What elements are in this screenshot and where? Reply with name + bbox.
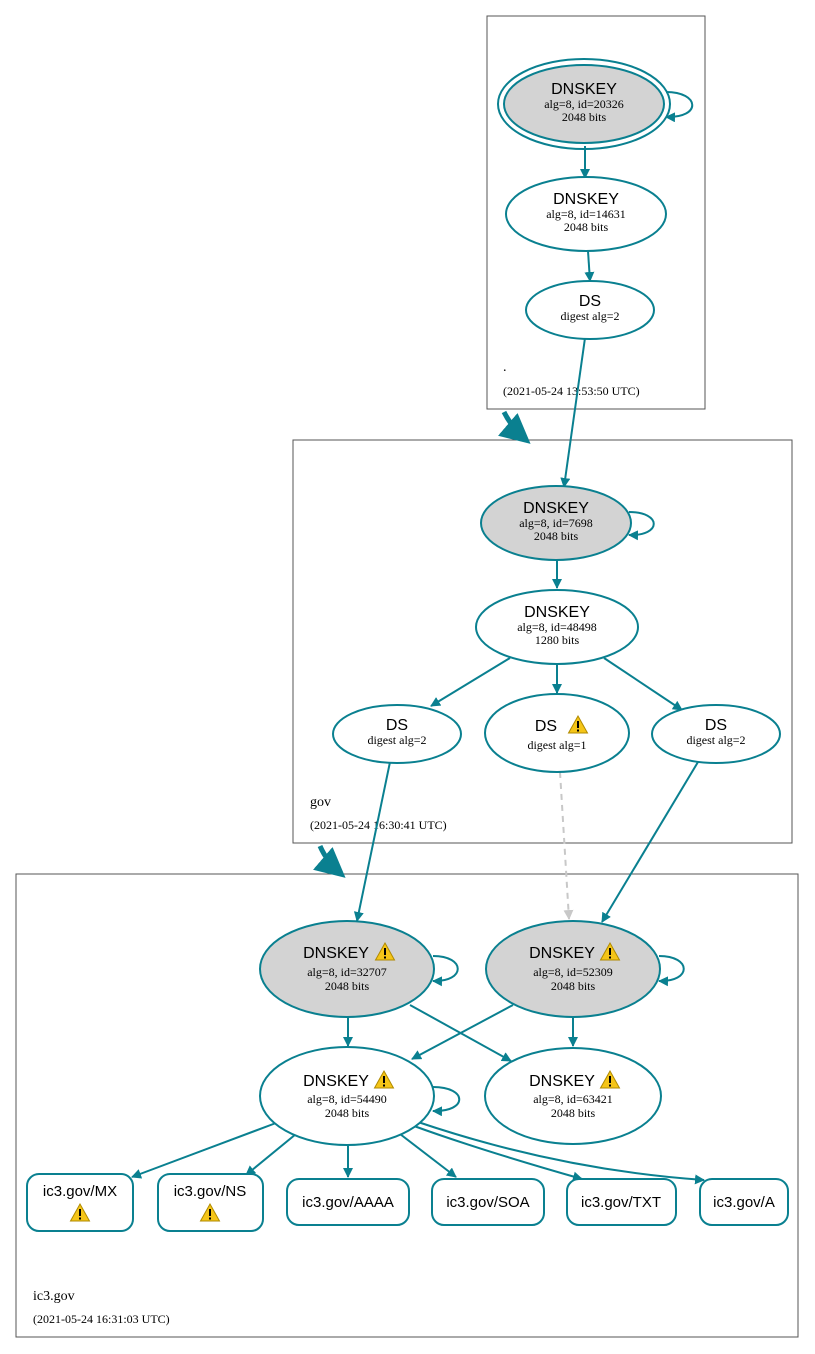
node-detail-label: digest alg=2 (560, 309, 619, 323)
zone-root-name: . (503, 360, 507, 375)
node-gov-ksk[interactable]: DNSKEY alg=8, id=7698 2048 bits (480, 485, 632, 561)
edge-ic3-ksk-a-self (432, 955, 459, 987)
node-detail-label: digest alg=2 (686, 733, 745, 747)
record-a[interactable]: ic3.gov/A (699, 1178, 789, 1226)
node-detail-label: alg=8, id=52309 (533, 965, 613, 979)
delegation-arrow-root-gov (498, 410, 531, 444)
node-type-label: DS (535, 718, 557, 735)
edge-ic3-zsk-a-self (432, 1086, 461, 1117)
node-detail-label: 2048 bits (564, 220, 609, 234)
record-label: ic3.gov/AAAA (302, 1194, 394, 1211)
zone-ic3-box (15, 873, 799, 1338)
zone-root-timestamp: (2021-05-24 13:53:50 UTC) (503, 384, 640, 398)
zone-ic3: ic3.gov (2021-05-24 16:31:03 UTC) (15, 873, 799, 1338)
node-type-label: DS (386, 717, 408, 734)
zone-ic3-name: ic3.gov (33, 1289, 75, 1304)
node-gov-ds-a[interactable]: DS digest alg=2 (332, 704, 462, 764)
edge-gov-zsk-ds-a (430, 657, 511, 707)
node-ic3-ksk-b[interactable]: DNSKEY alg=8, id=52309 2048 bits (485, 920, 661, 1018)
zone-gov-name: gov (310, 795, 331, 810)
record-ns[interactable]: ic3.gov/NS (157, 1173, 264, 1232)
node-type-label: DNSKEY (529, 945, 595, 962)
node-detail-label: 2048 bits (551, 1106, 596, 1120)
node-ic3-zsk-b[interactable]: DNSKEY alg=8, id=63421 2048 bits (484, 1047, 662, 1145)
zone-ic3-timestamp: (2021-05-24 16:31:03 UTC) (33, 1312, 170, 1326)
node-detail-label: 1280 bits (535, 633, 580, 647)
node-detail-label: digest alg=2 (367, 733, 426, 747)
zone-gov-box (292, 439, 793, 844)
node-type-label: DNSKEY (529, 1073, 595, 1090)
edges (131, 91, 705, 1185)
edge-gov-ds-b-ic3-ksk-b-dashed (559, 771, 574, 920)
node-gov-zsk[interactable]: DNSKEY alg=8, id=48498 1280 bits (475, 589, 639, 665)
edge-root-ksk-self (665, 91, 694, 123)
node-type-label: DS (579, 293, 601, 310)
record-label: ic3.gov/SOA (446, 1194, 529, 1211)
node-type-label: DNSKEY (553, 191, 619, 208)
record-label: ic3.gov/MX (43, 1183, 117, 1200)
edge-zsk-mx (131, 1122, 277, 1179)
zone-gov-timestamp: (2021-05-24 16:30:41 UTC) (310, 818, 447, 832)
node-type-label: DNSKEY (523, 500, 589, 517)
node-detail-label: alg=8, id=48498 (517, 620, 597, 634)
edge-root-ds-gov-ksk (560, 337, 586, 488)
edge-root-zsk-ds (584, 250, 595, 282)
edge-gov-ds-a-ic3-ksk-a (353, 761, 391, 922)
record-soa[interactable]: ic3.gov/SOA (431, 1178, 545, 1226)
node-detail-label: alg=8, id=20326 (544, 97, 624, 111)
node-gov-ds-c[interactable]: DS digest alg=2 (651, 704, 781, 764)
node-detail-label: 2048 bits (562, 110, 607, 124)
zone-root-box (486, 15, 706, 410)
edge-zsk-ns (245, 1133, 297, 1176)
record-aaaa[interactable]: ic3.gov/AAAA (286, 1178, 410, 1226)
edge-zsk-a (417, 1121, 705, 1185)
delegation-arrow-gov-ic3 (313, 844, 346, 878)
node-detail-label: alg=8, id=14631 (546, 207, 626, 221)
node-detail-label: 2048 bits (551, 979, 596, 993)
edge-gov-ksk-self (628, 511, 655, 541)
record-label: ic3.gov/A (713, 1194, 775, 1211)
record-txt[interactable]: ic3.gov/TXT (566, 1178, 677, 1226)
edge-zsk-txt (413, 1125, 583, 1182)
node-detail-label: alg=8, id=32707 (307, 965, 387, 979)
node-detail-label: 2048 bits (325, 979, 370, 993)
zone-root: . (2021-05-24 13:53:50 UTC) (486, 15, 706, 410)
record-label: ic3.gov/NS (174, 1183, 247, 1200)
node-root-ksk[interactable]: DNSKEY alg=8, id=20326 2048 bits (497, 58, 671, 150)
node-type-label: DNSKEY (524, 604, 590, 621)
node-type-label: DNSKEY (303, 1073, 369, 1090)
node-root-zsk[interactable]: DNSKEY alg=8, id=14631 2048 bits (505, 176, 667, 252)
node-ic3-ksk-a[interactable]: DNSKEY alg=8, id=32707 2048 bits (259, 920, 435, 1018)
node-type-label: DNSKEY (551, 81, 617, 98)
node-type-label: DS (705, 717, 727, 734)
edge-ic3-ksk-b-zsk-a (411, 1004, 514, 1060)
node-detail-label: alg=8, id=7698 (519, 516, 593, 530)
node-detail-label: digest alg=1 (527, 738, 586, 752)
record-mx[interactable]: ic3.gov/MX (26, 1173, 134, 1232)
node-detail-label: 2048 bits (534, 529, 579, 543)
node-detail-label: alg=8, id=54490 (307, 1092, 387, 1106)
node-root-ds[interactable]: DS digest alg=2 (525, 280, 655, 340)
edge-gov-ds-c-ic3-ksk-b (601, 761, 699, 923)
edge-ic3-ksk-b-self (658, 955, 685, 987)
record-label: ic3.gov/TXT (581, 1194, 661, 1211)
edge-gov-zsk-ds-c (603, 657, 683, 711)
edge-zsk-soa (399, 1133, 457, 1178)
node-type-label: DNSKEY (303, 945, 369, 962)
zone-gov: gov (2021-05-24 16:30:41 UTC) (292, 439, 793, 844)
node-detail-label: alg=8, id=63421 (533, 1092, 613, 1106)
node-gov-ds-b[interactable]: DS digest alg=1 (484, 693, 630, 773)
node-detail-label: 2048 bits (325, 1106, 370, 1120)
node-ic3-zsk-a[interactable]: DNSKEY alg=8, id=54490 2048 bits (259, 1046, 435, 1146)
